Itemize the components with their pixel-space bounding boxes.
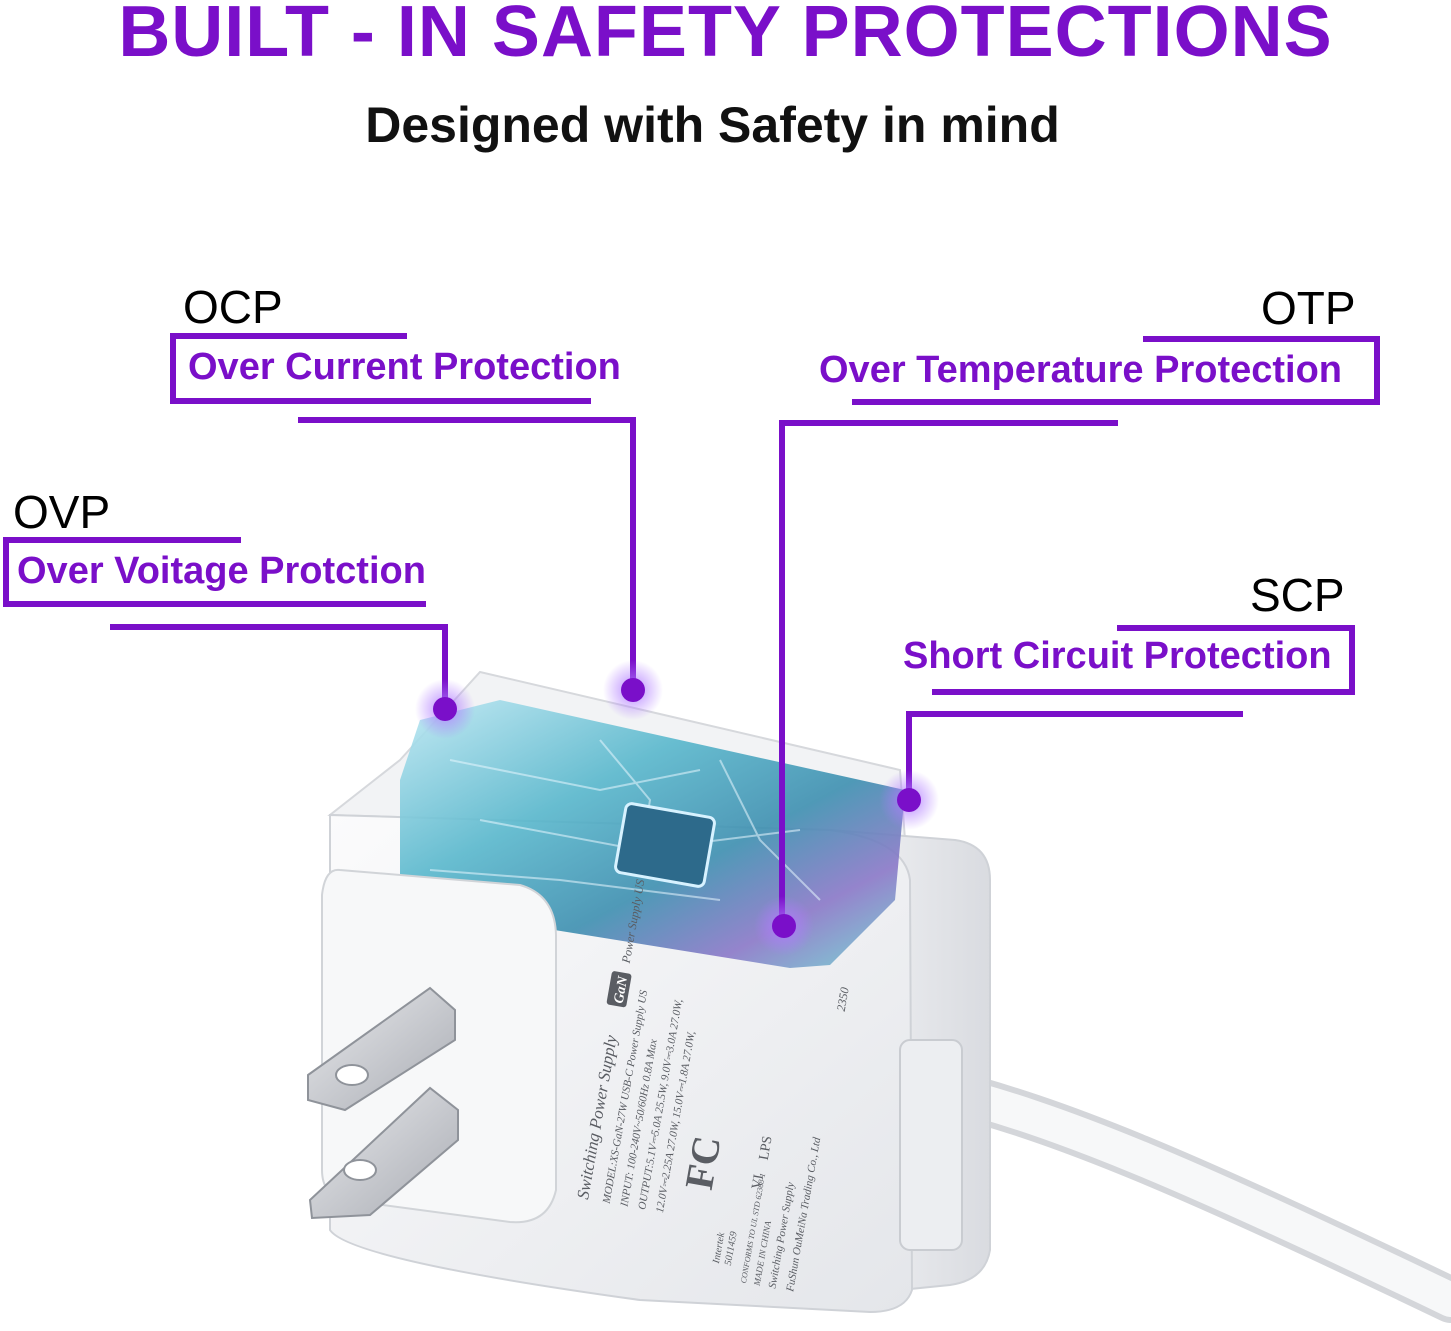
plug-prongs <box>307 986 459 1220</box>
ovp-abbr: OVP <box>13 486 111 538</box>
label-vi: VI <box>750 1173 767 1190</box>
page-subtitle: Designed with Safety in mind <box>365 97 1060 153</box>
gan-badge <box>606 971 632 1008</box>
ocp-frame <box>170 333 591 404</box>
ovp-dot <box>433 697 457 721</box>
ovp-full: Over Voitage Protction <box>17 550 426 592</box>
ovp-frame <box>3 537 426 607</box>
ocp-leader <box>298 417 636 685</box>
gan-badge-text: GaN <box>612 974 632 1004</box>
ocp-full: Over Current Protection <box>188 346 621 388</box>
scp-abbr: SCP <box>1250 569 1345 621</box>
ovp-leader <box>110 624 448 706</box>
ocp-abbr: OCP <box>183 281 283 333</box>
ocp-dot <box>621 678 645 702</box>
scp-leader <box>906 711 1243 800</box>
otp-abbr: OTP <box>1261 282 1356 334</box>
label-fc: FC <box>676 1133 730 1193</box>
label-code: 2350 <box>834 986 852 1012</box>
label-lps: LPS <box>757 1135 776 1161</box>
scp-dot <box>897 788 921 812</box>
scp-frame <box>932 625 1355 695</box>
otp-leader <box>779 420 1118 925</box>
callout-dots <box>415 660 939 956</box>
cable <box>917 1067 1451 1323</box>
otp-frame <box>852 336 1380 405</box>
otp-full: Over Temperature Protection <box>819 349 1343 391</box>
page-title: BUILT - IN SAFETY PROTECTIONS <box>118 0 1333 72</box>
callout-frames <box>3 333 1380 925</box>
charger-body <box>321 670 991 1314</box>
otp-dot <box>772 914 796 938</box>
scp-full: Short Circuit Protection <box>903 635 1332 677</box>
